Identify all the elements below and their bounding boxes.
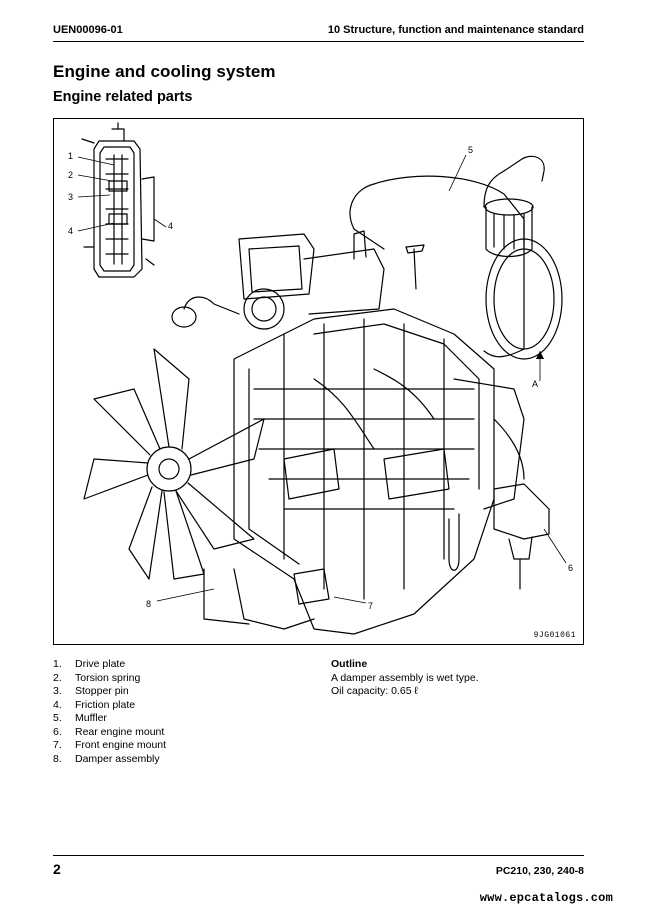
item-number: 2. [53,671,62,684]
callout-2: 2 [68,170,73,180]
item-label: Rear engine mount [75,725,165,738]
document-id: UEN00096-01 [53,24,123,36]
list-item: 3. Stopper pin [53,685,313,699]
chapter-title: 10 Structure, function and maintenance s… [327,24,584,36]
footer-rule [53,855,584,856]
item-number: 6. [53,725,62,738]
header-rule [53,41,584,42]
cooling-fan-shape [83,348,265,580]
list-item: 6. Rear engine mount [53,726,313,740]
callout-6: 6 [568,563,573,573]
item-label: Front engine mount [75,739,167,751]
outline-heading: Outline [331,658,368,670]
callout-a: A [532,379,538,389]
muffler-shape [349,155,563,360]
list-item: 7. Front engine mount [53,739,313,753]
item-number: 4. [53,698,62,711]
item-label: Stopper pin [75,685,129,697]
parts-list: 1. Drive plate 2. Torsion spring 3. Stopper… [53,658,313,766]
item-number: 5. [53,712,62,724]
callout-1: 1 [68,151,73,161]
list-item: 1. Drive plate [53,658,313,672]
callout-4-left: 4 [68,226,73,236]
outline-line: Oil capacity: 0.65 ℓ [331,685,418,697]
damper-cross-section-inset [81,122,155,278]
item-label: Friction plate [75,698,136,711]
item-number: 3. [53,685,62,697]
section-subtitle: Engine related parts [53,89,193,105]
watermark-url[interactable]: www.epcatalogs.com [479,891,613,905]
item-number: 7. [53,739,62,751]
item-label: Damper assembly [75,752,160,765]
callout-4-right: 4 [168,221,173,231]
arrow-a-head [536,351,544,359]
leader-lines [77,154,567,604]
outline-line: A damper assembly is wet type. [331,671,479,684]
list-item: 4. Friction plate [53,699,313,713]
item-number: 8. [53,752,62,765]
list-item: 2. Torsion spring [53,672,313,686]
item-number: 1. [53,658,62,670]
list-item: 8. Damper assembly [53,753,313,767]
page-number: 2 [53,861,61,877]
page-title: Engine and cooling system [53,62,276,81]
engine-illustration: 1 2 3 4 4 5 A 6 7 8 9JG01061 [53,118,584,645]
callout-8: 8 [146,599,151,609]
item-label: Muffler [75,712,107,724]
callout-7: 7 [368,601,373,611]
page-header: UEN00096-01 10 Structure, function and m… [53,24,584,38]
model-list: PC210, 230, 240-8 [495,865,584,877]
engine-block-shape [171,230,550,635]
list-item: 5. Muffler [53,712,313,726]
callout-5: 5 [468,145,473,155]
outline-section: Outline A damper assembly is wet type. O… [331,658,584,699]
item-label: Drive plate [75,658,126,670]
figure-code: 9JG01061 [533,631,576,640]
callout-3: 3 [68,192,73,202]
item-label: Torsion spring [75,671,141,684]
engine-drawing: 1 2 3 4 4 5 A 6 7 8 [68,122,573,635]
callout-labels: 1 2 3 4 4 5 A 6 7 8 [68,145,573,611]
